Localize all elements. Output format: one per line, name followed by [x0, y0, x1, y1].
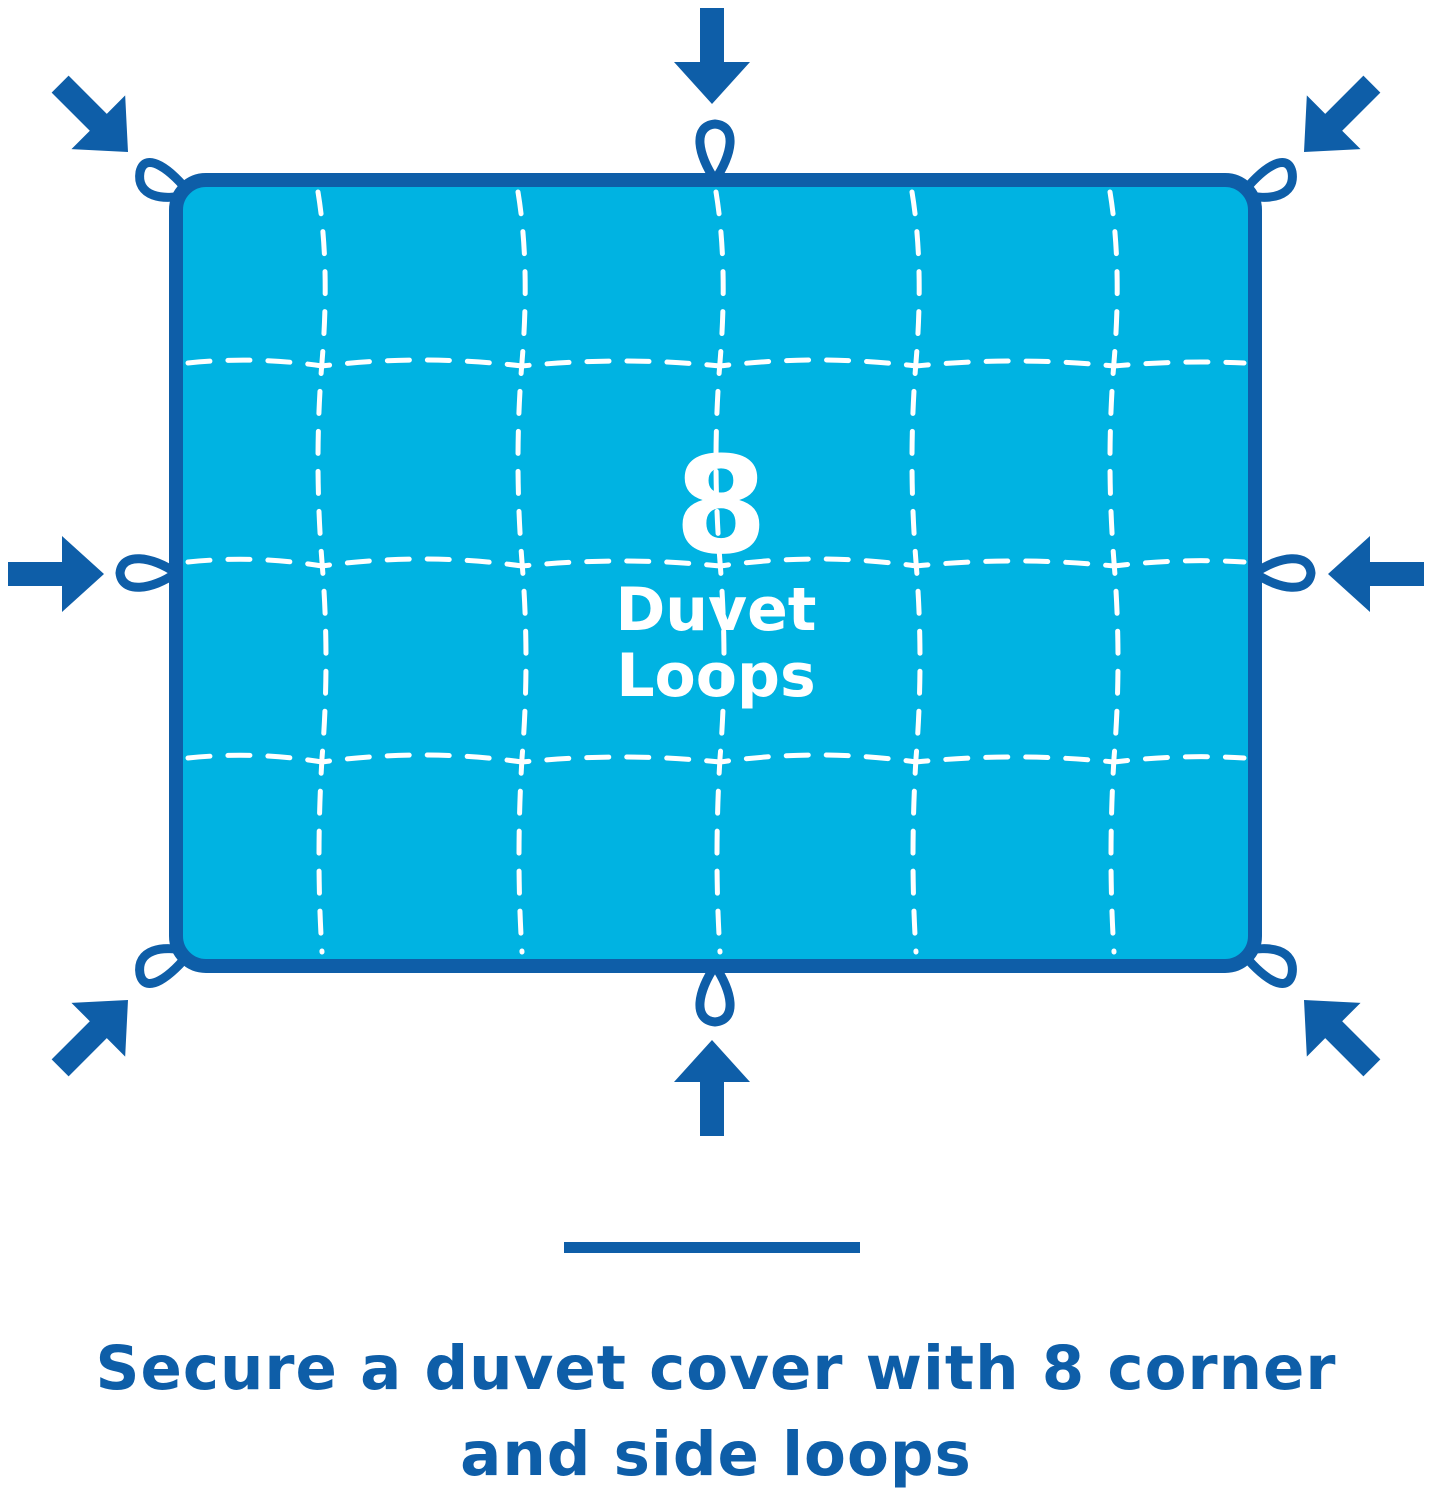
arrow-right-icon — [8, 536, 104, 612]
stitch-vertical-4 — [909, 189, 923, 955]
loop-top — [695, 119, 735, 185]
arrow-left-icon — [1328, 536, 1424, 612]
loop-bottom-right — [1237, 944, 1297, 988]
stitch-horizontal-2 — [185, 556, 1247, 569]
caption: Secure a duvet cover with 8 corner and s… — [0, 1326, 1432, 1498]
loop-top-left — [135, 158, 195, 202]
caption-line2: and side loops — [460, 1419, 972, 1490]
arrow-up-right-icon — [33, 973, 155, 1095]
stitch-vertical-1 — [315, 189, 329, 955]
loop-label-line2: Loops — [616, 641, 815, 711]
arrow-down-right-icon — [33, 57, 155, 179]
arrow-up-icon — [674, 1040, 750, 1136]
duvet-panel — [169, 173, 1262, 973]
loop-count: 8 — [674, 428, 767, 584]
loop-bottom-left — [135, 944, 195, 988]
loops — [115, 119, 1316, 1027]
loop-top-right — [1237, 158, 1297, 202]
duvet-loops-diagram: 8 Duvet Loops — [8, 8, 1424, 1136]
loop-bottom — [695, 961, 735, 1027]
stitching — [185, 189, 1247, 955]
arrow-down-left-icon — [1277, 57, 1399, 179]
stitch-horizontal-1 — [185, 357, 1247, 369]
loop-label-line1: Duvet — [615, 575, 816, 645]
arrow-down-icon — [674, 8, 750, 104]
loop-left — [115, 554, 181, 592]
caption-line1: Secure a duvet cover with 8 corner — [95, 1333, 1337, 1404]
loop-right — [1250, 554, 1316, 592]
stitch-horizontal-3 — [185, 752, 1247, 765]
stitch-vertical-3 — [713, 189, 727, 955]
arrow-up-left-icon — [1277, 973, 1399, 1095]
divider — [564, 1242, 860, 1253]
stitch-vertical-2 — [515, 189, 529, 955]
stitch-vertical-5 — [1107, 189, 1121, 955]
